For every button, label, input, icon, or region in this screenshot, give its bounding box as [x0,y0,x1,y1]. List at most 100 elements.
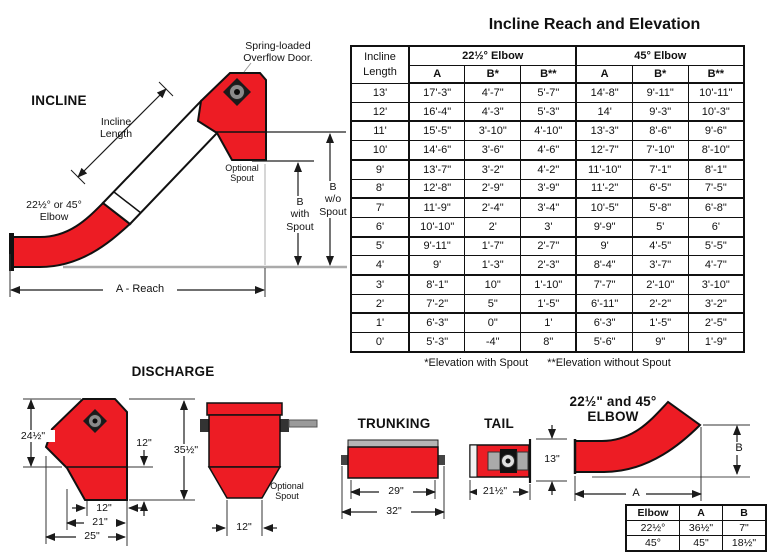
cell: 8'-1" [408,274,466,295]
cell: 6'-5" [631,178,689,199]
cell: 5' [350,235,410,257]
cell: 10" [464,274,522,295]
cell: 7'-10" [631,140,689,161]
dim-32: 32" [377,505,411,518]
cell: 9'-3" [631,101,689,122]
cell: 8'-10" [687,140,745,161]
cell: 5'-3" [520,101,577,122]
cell: 4'-7" [687,255,745,276]
cell: 14'-8" [575,82,633,103]
cell: 4'-10" [520,120,577,142]
col-header-bstarstar2: B** [687,64,745,84]
trunking-drawing [341,439,445,519]
col-header-a2: A [575,64,633,84]
cell: 2' [464,216,522,238]
cell: 5'-5" [687,235,745,257]
cell: 45" [679,535,723,552]
table-row: 11'15'-5"3'-10"4'-10"13'-3"8'-6"9'-6" [350,120,745,142]
trunking-body [347,446,439,479]
cell: 2'-7" [520,235,577,257]
dim-12-inner: 12" [136,437,152,449]
elbow-col-header: Elbow [625,504,680,521]
cell: 1'-3" [464,255,522,276]
cell: 9' [350,158,410,180]
cell: 4'-7" [464,82,522,103]
discharge-head-shape [44,398,128,501]
cell: 3'-10" [687,274,745,295]
cell: 1'-5" [520,293,577,314]
footnote-without-spout: **Elevation without Spout [547,357,671,369]
dim-13: 13" [544,453,560,465]
discharge-hopper-drawing [200,402,318,536]
col-header-incline-length: Incline Length [350,45,410,84]
cell: 1'-10" [520,274,577,295]
cell: 10'-11" [687,82,745,103]
optional-spout-label: Optional Spout [225,163,259,184]
dim-b-label: B [729,442,749,455]
cell: 11' [350,120,410,142]
cell: 3'-7" [631,255,689,276]
cell: 8'-4" [575,255,633,276]
cell: 11'-2" [575,178,633,199]
cell: 5' [631,216,689,238]
cell: 6'-11" [575,293,633,314]
cell: 17'-3" [408,82,466,103]
cell: 3'-2" [464,158,522,180]
dim-12-width: 12" [96,502,112,514]
col-header-a1: A [408,64,466,84]
cell: 5'-8" [631,197,689,218]
table-title: Incline Reach and Elevation [488,16,701,33]
table-row: 6'10'-10"2'3'9'-9"5'6' [350,216,745,238]
table-row: 12'16'-4"4'-3"5'-3"14'9'-3"10'-3" [350,101,745,122]
col-header-bstar2: B* [631,64,689,84]
col-header-bstarstar1: B** [520,64,577,84]
cell: 7" [722,520,767,536]
cell: 9'-11" [631,82,689,103]
footnote-with-spout: *Elevation with Spout [424,357,529,369]
cell: 8'-6" [631,120,689,142]
cell: 6' [350,216,410,238]
table-row: 2'7'-2"5"1'-5"6'-11"2'-2"3'-2" [350,293,745,314]
col-group-22-elbow: 22½° Elbow [407,45,577,66]
cell: 3'-6" [464,140,522,161]
discharge-title: DISCHARGE [131,364,215,379]
cell: 14'-6" [408,140,466,161]
cell: 13'-3" [575,120,633,142]
elbow-col-b: B [722,504,767,521]
cell: 10'-5" [575,197,633,218]
cell: 3'-10" [464,120,522,142]
cell: 3'-4" [520,197,577,218]
cell: 6' [687,216,745,238]
incline-head-shape [196,72,267,161]
cell: 10'-3" [687,101,745,122]
cell: 14' [575,101,633,122]
cell: 13'-7" [408,158,466,180]
cell: 2'-5" [687,312,745,334]
cell: 2'-3" [520,255,577,276]
cell: 3' [520,216,577,238]
cell: 9'-9" [575,216,633,238]
table-row: 10'14'-6"3'-6"4'-6"12'-7"7'-10"8'-10" [350,140,745,161]
table-row: 1'6'-3"0"1'6'-3"1'-5"2'-5" [350,312,745,334]
cell: 2'-9" [464,178,522,199]
tail-title: TAIL [484,416,514,431]
cell: 8' [350,178,410,199]
cell: 36½" [679,520,723,536]
table-row: 22½°36½"7" [625,520,767,536]
table-row: 0'5'-3"-4"8"5'-6"9"1'-9" [350,332,745,353]
cell: 3'-9" [520,178,577,199]
cell: 0" [464,312,522,334]
dim-24half: 24½" [11,430,55,443]
trunking-title: TRUNKING [357,416,431,431]
table-row: 7'11'-9"2'-4"3'-4"10'-5"5'-8"6'-8" [350,197,745,218]
table-row: 4'9'1'-3"2'-3"8'-4"3'-7"4'-7" [350,255,745,276]
cell: 5'-7" [520,82,577,103]
cell: 45° [625,535,680,552]
trunking-peg-left [341,455,348,465]
cell: 2'-10" [631,274,689,295]
cell: 4'-5" [631,235,689,257]
hopper-rim [206,402,283,416]
elbow-inlet-cap [9,233,14,271]
dim-21half: 21½" [477,485,513,498]
